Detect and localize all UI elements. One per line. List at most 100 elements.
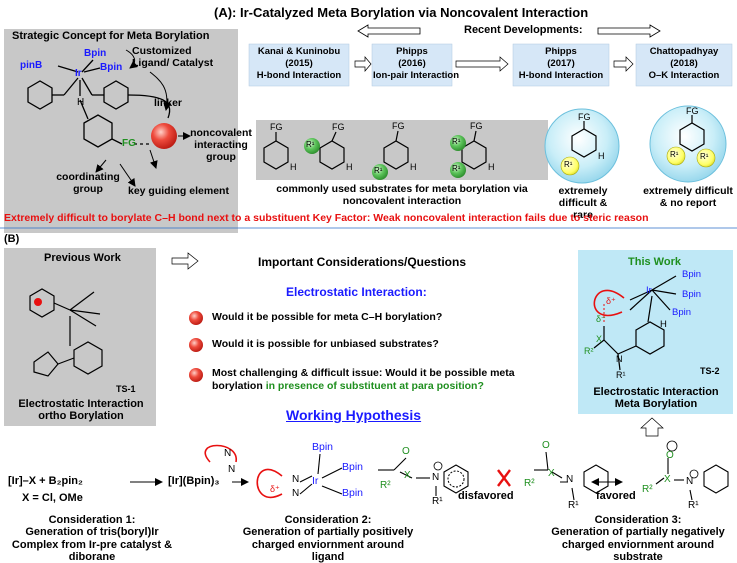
consideration-1-text: Generation of tris(boryl)Ir Complex from… — [11, 526, 173, 563]
complex-n2: N — [292, 488, 300, 499]
ts2-delta-minus: δ⁻ — [596, 314, 606, 324]
timeline-arrow-1 — [354, 56, 372, 72]
sub4-r1a: R¹ — [452, 137, 461, 146]
sub4-h: H — [488, 162, 495, 172]
key-guiding-label: key guiding element — [128, 185, 229, 197]
consideration-3-text: Generation of partially negatively charg… — [551, 526, 725, 563]
considerations-title: Important Considerations/Questions — [258, 255, 467, 269]
sub3-h: H — [410, 162, 417, 172]
ts2-n: N — [616, 354, 623, 364]
sub1-fg: FG — [270, 122, 283, 132]
question-1: Would it be possible for meta C–H boryla… — [212, 311, 443, 323]
s3-x: X — [664, 474, 671, 485]
dev-3-author: Phipps — [545, 46, 577, 57]
s1-o: O — [402, 446, 410, 457]
noncovalent-label: noncovalent interacting group — [190, 127, 252, 163]
linker-label: linker — [154, 97, 183, 109]
substrate-4a-r1-ball — [450, 135, 466, 151]
noreport-r1b: R¹ — [700, 152, 709, 161]
complex-n1: N — [292, 474, 300, 485]
timeline-arrow-3 — [613, 56, 634, 72]
disfavored-label: disfavored — [458, 490, 514, 502]
previous-work-title: Previous Work — [44, 252, 121, 264]
ir-label: Ir — [75, 68, 82, 79]
complex-bpin-3: Bpin — [342, 487, 364, 499]
consideration-1: Consideration 1: Generation of tris(bory… — [2, 514, 182, 563]
zwitterion-structure — [655, 458, 729, 501]
development-box-2 — [371, 43, 453, 87]
s2-r2: R² — [524, 478, 535, 489]
s1-r2: R² — [380, 480, 391, 491]
fg-label: FG — [122, 138, 136, 149]
rare-r1: R¹ — [564, 160, 573, 169]
disfavored-cross — [497, 469, 511, 487]
substrate-4b-r1-ball — [450, 162, 466, 178]
rare-h: H — [598, 151, 605, 161]
s3-r1: R¹ — [688, 500, 699, 511]
sub4-fg: FG — [470, 121, 483, 131]
sub2-r1: R¹ — [306, 140, 315, 149]
ts1-positive-center — [34, 298, 42, 306]
concept-structure — [27, 59, 171, 148]
dev-1-author: Kanai & Kuninobu — [257, 46, 341, 57]
dev-2-year: (2016) — [398, 58, 426, 69]
ts2-delta-plus: δ⁺ — [606, 296, 616, 306]
consideration-1-title: Consideration 1: — [48, 514, 136, 526]
ts2-label: TS-2 — [700, 366, 720, 376]
favored-label: favored — [596, 490, 636, 502]
question-bullet-2 — [189, 338, 203, 352]
ts2-r2: R² — [584, 346, 594, 356]
reaction-reagents: [Ir]–X + B₂pin₂ — [8, 475, 83, 487]
s2-x: X — [548, 468, 555, 479]
red-banner: Extremely difficult to borylate C–H bond… — [4, 212, 649, 224]
part-b-label: (B) — [4, 233, 20, 245]
dev-4-year: (2018) — [670, 58, 698, 69]
substrate-rings — [263, 130, 487, 170]
ts2-structure — [593, 275, 677, 371]
dev-1-year: (2015) — [285, 58, 313, 69]
this-work-title: This Work — [628, 256, 681, 268]
consideration-2: Consideration 2: Generation of partially… — [238, 514, 418, 563]
ligand-label: Customized Ligand/ Catalyst — [132, 45, 214, 69]
ts2-bpin-1: Bpin — [682, 269, 702, 280]
reaction-conditions: X = Cl, OMe — [22, 492, 83, 504]
noncovalent-group-ball — [151, 123, 177, 149]
noreport-r1-ball-1 — [666, 146, 686, 166]
strategic-concept-title: Strategic Concept for Meta Borylation — [12, 30, 210, 42]
substrates-box — [256, 120, 548, 180]
reaction-product: [Ir](Bpin)₃ — [168, 475, 220, 487]
timeline-arrow-2 — [455, 56, 509, 72]
bpin-label-1: Bpin — [84, 48, 107, 59]
noreport-r1-ball-2 — [696, 148, 716, 168]
working-hypothesis-title: Working Hypothesis — [286, 407, 422, 423]
complex-delta-plus: δ⁺ — [270, 484, 280, 494]
noreport-fg: FG — [686, 106, 699, 116]
right-hollow-arrow — [597, 24, 661, 38]
dipole-structure-1 — [378, 457, 469, 496]
dev-1-kind: H-bond Interaction — [256, 70, 342, 81]
sub3-r1: R¹ — [374, 166, 383, 175]
electrostatic-title: Electrostatic Interaction: — [286, 285, 427, 299]
s1-x: X — [404, 470, 411, 481]
dev-3-kind: H-bond Interaction — [518, 70, 604, 81]
consideration-3: Consideration 3: Generation of partially… — [540, 514, 736, 563]
ir-boryl-complex — [299, 453, 343, 495]
complex-bpin-2: Bpin — [342, 461, 364, 473]
question-bullet-3 — [189, 368, 203, 382]
s3-n: N — [686, 476, 694, 487]
strategic-concept-box — [4, 29, 238, 233]
question-bullet-1 — [189, 311, 203, 325]
ligand-arc-complex — [256, 468, 283, 498]
previous-to-considerations-arrow — [171, 252, 199, 270]
dev-2-author: Phipps — [396, 46, 428, 57]
complex-ir: Ir — [312, 475, 319, 487]
this-work-caption: Electrostatic Interaction Meta Borylatio… — [593, 386, 719, 411]
complex-bpin-1: Bpin — [312, 441, 334, 453]
dev-4-author: Chattopadhyay — [649, 46, 719, 57]
sub2-fg: FG — [332, 122, 345, 132]
s3-o: O — [666, 450, 674, 461]
ts1-structure — [29, 288, 103, 377]
question-2: Would it is possible for unbiased substr… — [212, 338, 439, 350]
